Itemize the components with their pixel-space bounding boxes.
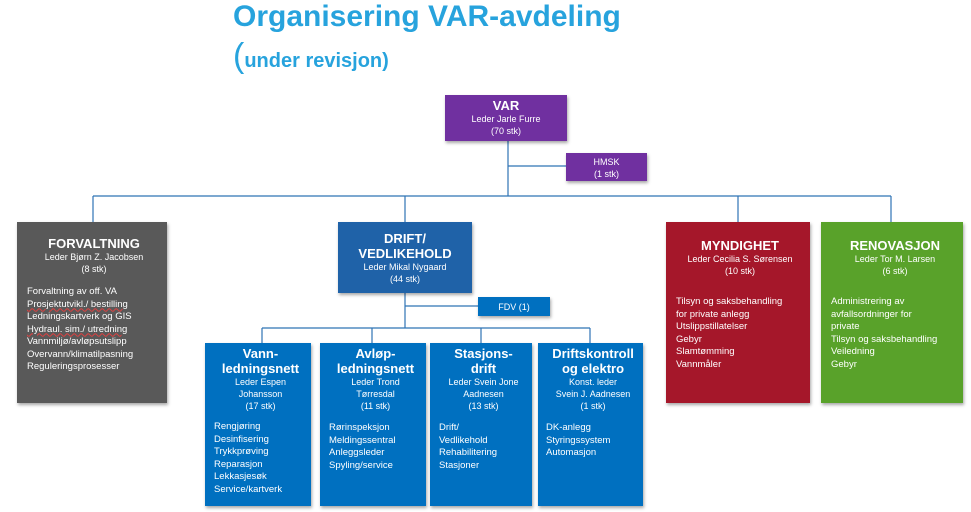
page-title: Organisering VAR-avdeling (233, 0, 621, 33)
drift-name-line2: VEDLIKEHOLD (358, 246, 452, 261)
stasjon-count: (13 stk) (468, 401, 499, 411)
stasjon-box: Stasjons- drift Leder Svein Jone Aadnese… (430, 343, 532, 506)
avlop-leader-line2: Tørresdal (356, 389, 395, 399)
var-leader: Leder Jarle Furre (471, 114, 541, 124)
driftskontroll-leader-line1: Konst. leder (568, 377, 618, 387)
hmsk-count: (1 stk) (593, 169, 619, 179)
subtitle-paren: ( (233, 37, 245, 75)
list-item: Administrering av (831, 296, 905, 307)
avlop-list: Rørinspeksjon Meldingssentral Anleggsled… (329, 422, 422, 472)
forvaltning-name: FORVALTNING (48, 236, 140, 251)
stasjon-name-line2: drift (470, 361, 497, 376)
list-item: Gebyr (676, 333, 702, 345)
myndighet-box: MYNDIGHET Leder Cecilia S. Sørensen (10 … (666, 222, 810, 403)
renovasjon-count: (6 stk) (882, 266, 908, 276)
list-item: Drift/ (439, 422, 460, 433)
myndighet-name: MYNDIGHET (701, 238, 779, 253)
driftskontroll-count: (1 stk) (580, 401, 606, 411)
vann-box: Vann- ledningsnett Leder Espen Johansson… (205, 343, 311, 506)
list-item: Utslippstillatelser (676, 321, 748, 332)
list-item: Rørinspeksjon (329, 422, 390, 433)
avlop-leader-line1: Leder Trond (351, 377, 400, 387)
list-item: Hydraul. sim./ utredning (27, 323, 128, 335)
renovasjon-leader: Leder Tor M. Larsen (854, 254, 936, 264)
page-subtitle: (under revisjon) (233, 36, 389, 83)
vann-name-line2: ledningsnett (221, 361, 300, 376)
list-item: Gebyr (831, 358, 857, 370)
renovasjon-list: Administrering av avfallsordninger for p… (831, 296, 959, 371)
myndighet-count: (10 stk) (724, 266, 755, 276)
vann-list: Rengjøring Desinfisering Trykkprøving Re… (214, 421, 307, 496)
list-item: for private anlegg (676, 308, 750, 320)
forvaltning-box: FORVALTNING Leder Bjørn Z. Jacobsen (8 s… (17, 222, 167, 403)
list-item: Reparasjon (214, 458, 263, 470)
list-item: Stasjoner (439, 459, 480, 471)
list-item: Veiledning (831, 346, 875, 357)
avlop-box: Avløp- ledningsnett Leder Trond Tørresda… (320, 343, 426, 506)
list-item: Desinfisering (214, 433, 269, 445)
list-item: Trykkprøving (214, 446, 269, 457)
list-item: Reguleringsprosesser (27, 361, 120, 372)
forvaltning-leader: Leder Bjørn Z. Jacobsen (44, 252, 144, 262)
renovasjon-box: RENOVASJON Leder Tor M. Larsen (6 stk) A… (821, 222, 963, 403)
list-item: Vannmåler (676, 358, 722, 370)
list-item: Rengjøring (214, 421, 261, 432)
vann-leader-line1: Leder Espen (234, 377, 287, 387)
drift-count: (44 stk) (389, 274, 420, 284)
list-item: Automasjon (546, 447, 597, 458)
fdv-name: FDV (1) (498, 302, 530, 312)
list-item: Forvaltning av off. VA (27, 286, 117, 297)
stasjon-leader-line2: Aadnesen (463, 389, 504, 399)
list-item: Anleggsleder (329, 447, 385, 458)
vann-leader-line2: Johansson (238, 389, 283, 399)
avlop-name-line1: Avløp- (355, 346, 396, 361)
driftskontroll-list: DK-anlegg Styringssystem Automasjon (546, 422, 640, 460)
forvaltning-list: Forvaltning av off. VA Prosjektutvikl./ … (27, 286, 161, 374)
hmsk-name: HMSK (593, 157, 620, 167)
list-item: Slamtømming (676, 346, 735, 357)
list-item: Tilsyn og saksbehandling (676, 296, 783, 307)
myndighet-list: Tilsyn og saksbehandling for private anl… (676, 296, 804, 371)
drift-leader: Leder Mikal Nygaard (363, 262, 447, 272)
list-item: Spyling/service (329, 459, 393, 471)
hmsk-box: HMSK (1 stk) (566, 153, 647, 181)
fdv-box: FDV (1) (478, 297, 550, 316)
vann-name-line1: Vann- (242, 346, 279, 361)
list-item: Vedlikehold (439, 434, 488, 446)
list-item: Vannmiljø/avløpsutslipp (27, 336, 127, 347)
stasjon-list: Drift/ Vedlikehold Rehabilitering Stasjo… (439, 422, 528, 472)
var-count: (70 stk) (490, 126, 521, 136)
list-item: Tilsyn og saksbehandling (831, 333, 938, 345)
driftskontroll-name-line1: Driftskontroll (552, 346, 634, 361)
var-name: VAR (492, 98, 520, 113)
forvaltning-count: (8 stk) (81, 264, 107, 274)
avlop-name-line2: ledningsnett (336, 361, 415, 376)
list-item: Overvann/klimatilpasning (27, 348, 134, 360)
list-item: Meldingssentral (329, 434, 396, 446)
list-item: Lekkasjesøk (214, 471, 267, 482)
stasjon-leader-line1: Leder Svein Jone (448, 377, 519, 387)
renovasjon-name: RENOVASJON (849, 238, 941, 253)
driftskontroll-name-line2: og elektro (561, 361, 625, 376)
list-item: avfallsordninger for (831, 308, 912, 320)
list-item: Ledningskartverk og GIS (27, 311, 132, 322)
driftskontroll-box: Driftskontroll og elektro Konst. leder S… (538, 343, 643, 506)
list-item: Prosjektutvikl./ bestilling (27, 298, 128, 310)
list-item: Styringssystem (546, 434, 611, 446)
avlop-count: (11 stk) (360, 401, 391, 411)
list-item: Service/kartverk (214, 483, 283, 495)
list-item: DK-anlegg (546, 422, 591, 433)
vann-count: (17 stk) (245, 401, 276, 411)
list-item: private (831, 321, 860, 332)
stasjon-name-line1: Stasjons- (454, 346, 513, 361)
var-box: VAR Leder Jarle Furre (70 stk) (445, 95, 567, 141)
list-item: Rehabilitering (439, 447, 498, 458)
drift-name-line1: DRIFT/ (384, 231, 426, 246)
driftskontroll-leader-line2: Svein J. Aadnesen (555, 389, 631, 399)
drift-box: DRIFT/ VEDLIKEHOLD Leder Mikal Nygaard (… (338, 222, 472, 293)
subtitle-text: under revisjon) (244, 50, 389, 72)
myndighet-leader: Leder Cecilia S. Sørensen (687, 254, 793, 264)
